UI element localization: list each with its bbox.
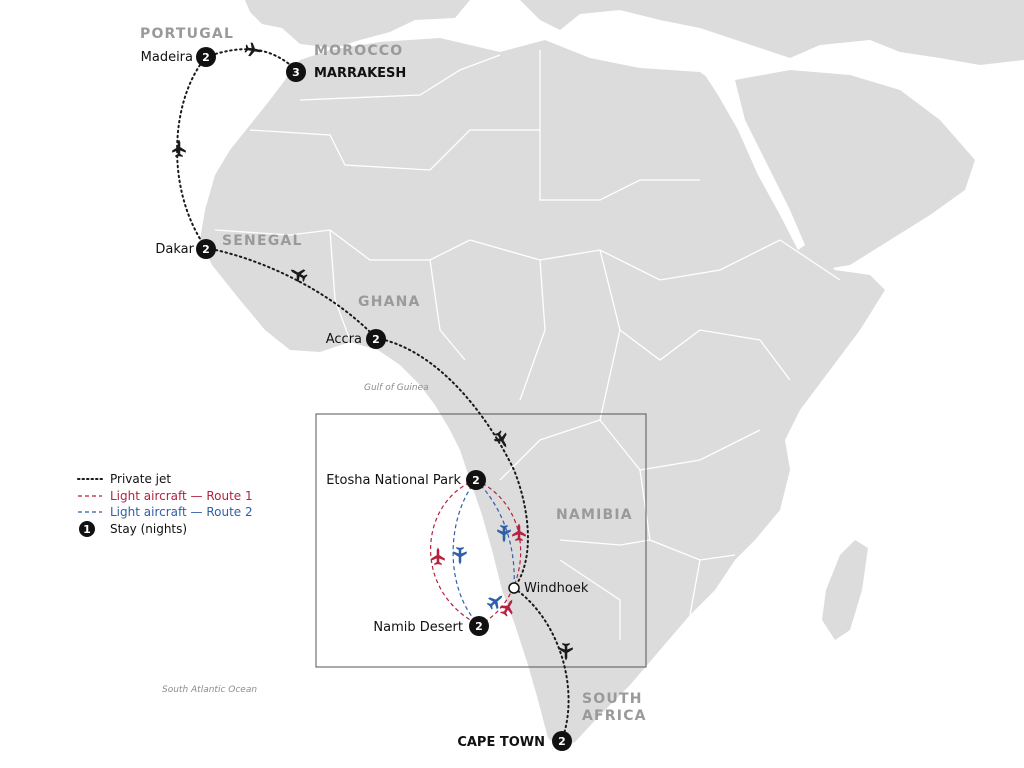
light-aircraft-route-2 <box>452 479 515 626</box>
stay-badge-icon <box>366 329 386 349</box>
red-sea <box>705 75 805 250</box>
country-label-south-africa-2: AFRICA <box>582 708 647 724</box>
stay-nights: 2 <box>475 620 483 633</box>
stop-label: Namib Desert <box>373 620 463 635</box>
stop-capetown[interactable]: CAPE TOWN 2 <box>457 731 572 751</box>
stop-label: Dakar <box>155 242 194 257</box>
legend: Private jet Light aircraft — Route 1 Lig… <box>77 472 253 537</box>
stay-badge-icon <box>286 62 306 82</box>
stay-nights: 2 <box>558 735 566 748</box>
stop-etosha[interactable]: Etosha National Park 2 <box>326 470 486 490</box>
stop-label: CAPE TOWN <box>457 735 545 750</box>
namibia-inset-frame <box>315 413 647 668</box>
country-label-ghana: GHANA <box>358 294 421 310</box>
water-label-gulf: Gulf of Guinea <box>364 383 429 393</box>
stop-label: Etosha National Park <box>326 473 461 488</box>
stop-namib[interactable]: Namib Desert 2 <box>373 616 489 636</box>
plane-icon <box>172 139 186 157</box>
stop-label: Accra <box>326 332 362 347</box>
plane-icon <box>453 547 467 565</box>
water-label-ocean: South Atlantic Ocean <box>162 685 257 695</box>
country-label-namibia: NAMIBIA <box>556 507 633 523</box>
light-aircraft-route-1 <box>430 479 522 626</box>
stop-label: Madeira <box>141 50 193 65</box>
stop-dakar[interactable]: Dakar 2 <box>155 239 216 259</box>
stop-windhoek[interactable]: Windhoek <box>508 581 589 596</box>
stay-nights: 2 <box>372 333 380 346</box>
country-label-south-africa-1: SOUTH <box>582 691 643 707</box>
stop-accra[interactable]: Accra 2 <box>326 329 386 349</box>
iberia <box>245 0 470 48</box>
legend-route2-label: Light aircraft — Route 2 <box>110 505 253 519</box>
stay-badge-icon <box>466 470 486 490</box>
stay-badge-icon <box>79 521 95 537</box>
country-label-morocco: MOROCCO <box>314 43 403 59</box>
stop-label: MARRAKESH <box>314 66 406 81</box>
private-jet-route <box>176 48 570 741</box>
stop-madeira[interactable]: Madeira 2 <box>141 47 216 67</box>
madagascar <box>822 540 868 640</box>
stop-label: Windhoek <box>524 581 589 596</box>
legend-jet-label: Private jet <box>110 472 171 486</box>
hub-circle-icon <box>508 582 520 594</box>
europe-south <box>520 0 1024 65</box>
legend-stay-number: 1 <box>83 523 91 536</box>
stay-badge-icon <box>196 47 216 67</box>
legend-route1-label: Light aircraft — Route 1 <box>110 489 253 503</box>
stay-nights: 2 <box>202 51 210 64</box>
country-borders <box>214 50 841 640</box>
stay-nights: 3 <box>292 66 300 79</box>
stop-marrakesh[interactable]: 3 MARRAKESH <box>286 62 406 82</box>
africa <box>200 38 885 748</box>
stay-badge-icon <box>196 239 216 259</box>
country-label-portugal: PORTUGAL <box>140 26 234 42</box>
stay-nights: 2 <box>472 474 480 487</box>
stay-badge-icon <box>469 616 489 636</box>
plane-icon <box>431 547 445 565</box>
country-label-senegal: SENEGAL <box>222 233 303 249</box>
stay-badge-icon <box>552 731 572 751</box>
landmass <box>200 0 1024 748</box>
legend-stay-label: Stay (nights) <box>110 522 187 536</box>
stay-nights: 2 <box>202 243 210 256</box>
